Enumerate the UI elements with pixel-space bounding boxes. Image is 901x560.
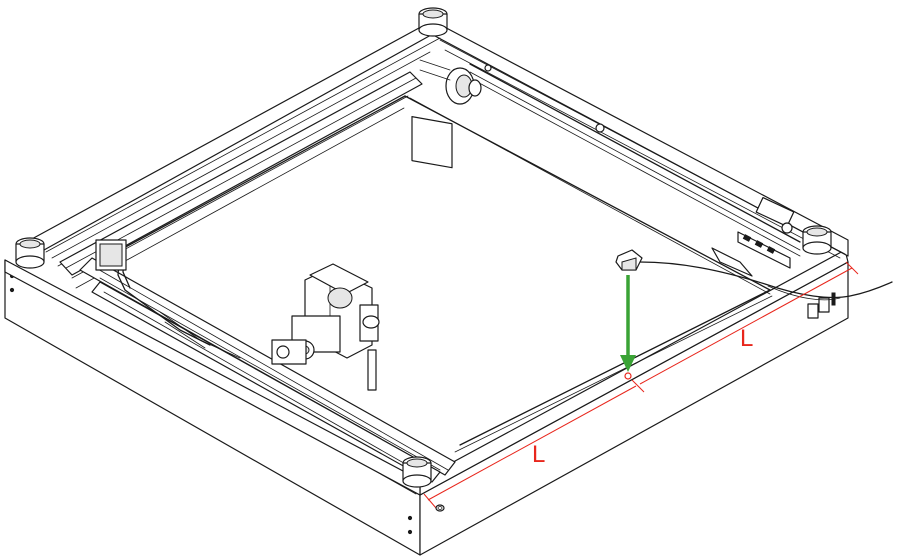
left-gantry-extrusion <box>59 71 423 289</box>
foot-right <box>802 225 832 255</box>
foot-back <box>418 7 448 37</box>
front-left-rim <box>4 259 421 496</box>
x-axis-gantry <box>79 257 456 483</box>
external-cable <box>639 261 893 301</box>
control-board <box>711 196 795 277</box>
foot-front <box>402 456 432 488</box>
right-y-rail <box>469 63 801 257</box>
stepper-motor-left <box>95 239 127 271</box>
dimension-lines: L L <box>423 261 859 509</box>
laser-head <box>271 263 380 391</box>
sensor-block <box>615 249 643 271</box>
panel-holes <box>435 504 445 512</box>
dimension-label-right: L <box>740 325 753 352</box>
stepper-motor-back <box>411 59 482 169</box>
work-area-edges <box>119 95 773 453</box>
back-left-rail <box>29 21 441 267</box>
front-right-panel <box>419 249 849 556</box>
placement-arrow <box>620 275 636 372</box>
foot-left <box>15 237 45 269</box>
dimension-label-left: L <box>532 441 545 468</box>
